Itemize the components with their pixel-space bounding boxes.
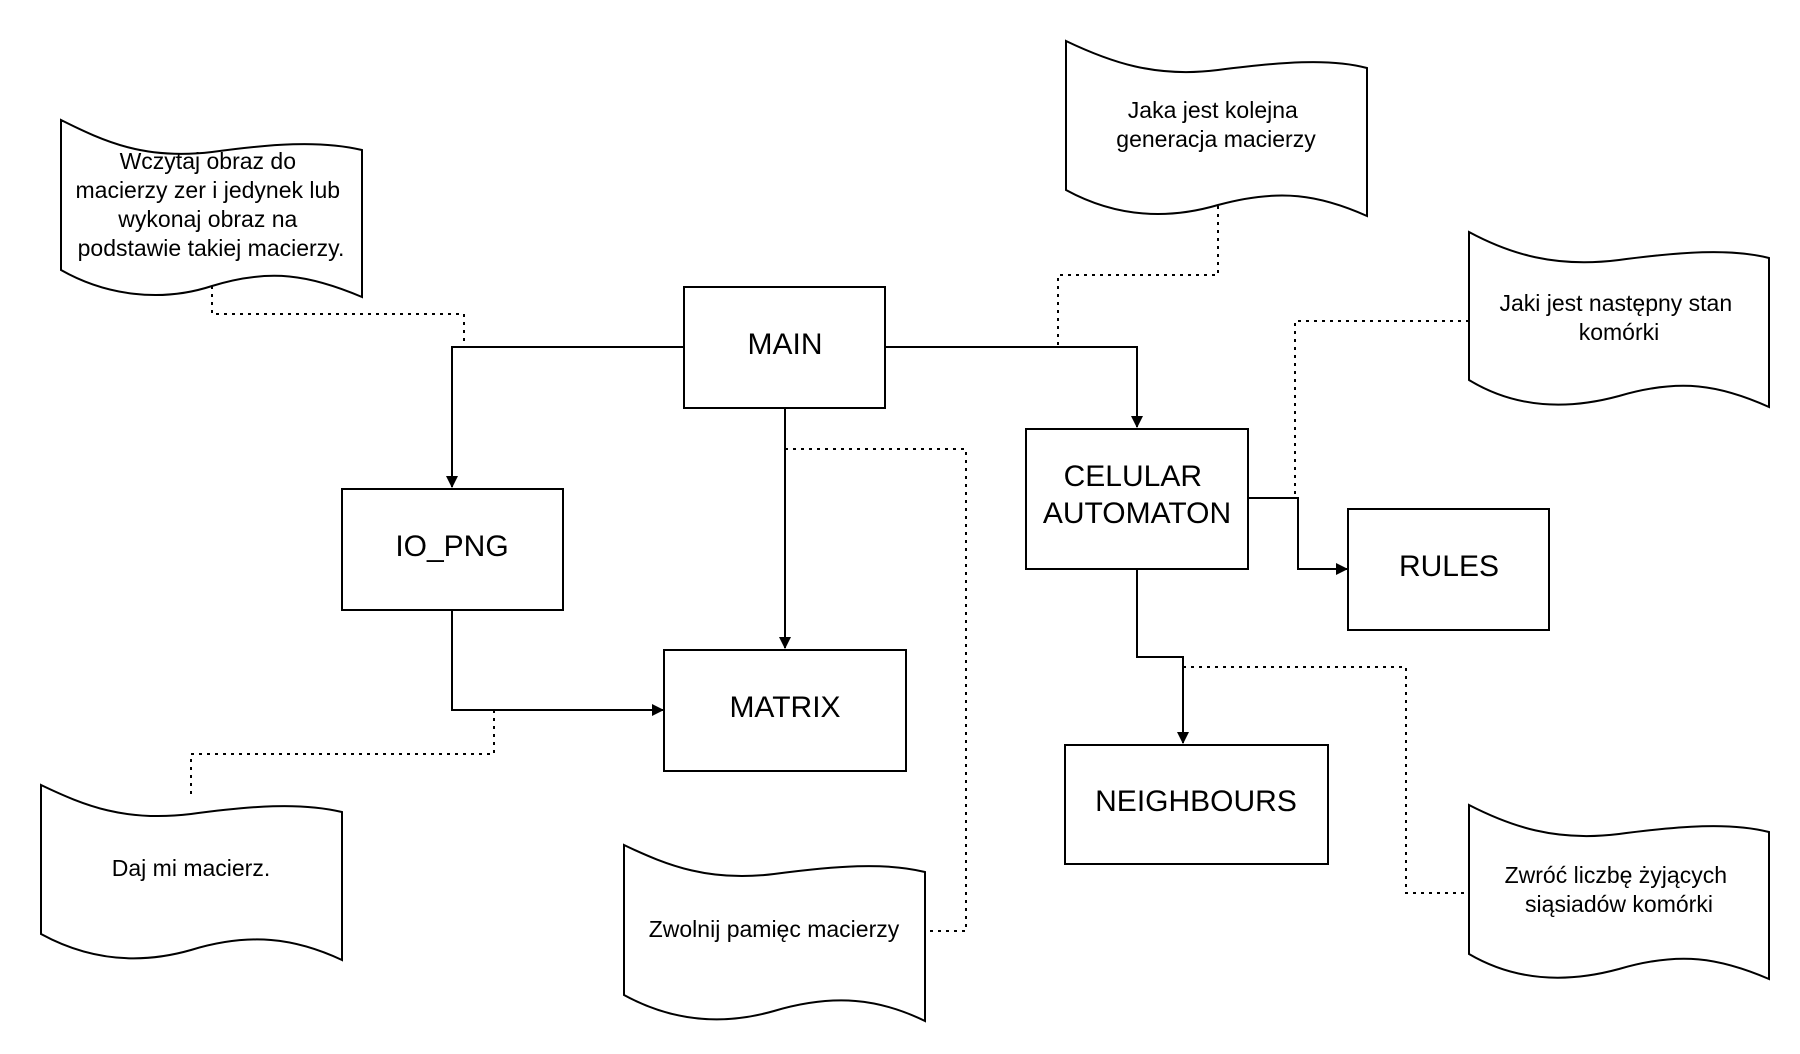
connector-automaton-note	[1057, 198, 1219, 347]
note-matrix-free-text: Zwolnij pamięc macierzy	[649, 916, 900, 942]
note-io-png-text: Wczytaj obraz do macierzy zer i jedynek …	[76, 148, 347, 261]
module-main[interactable]: MAIN	[683, 286, 886, 409]
note-io-png: Wczytaj obraz do macierzy zer i jedynek …	[60, 118, 363, 299]
edge-io-png-to-matrix	[451, 609, 664, 716]
connector-rules-note	[1294, 320, 1469, 498]
module-io-png-label: IO_PNG	[395, 530, 508, 563]
module-celular-automaton-label-line-2: AUTOMATON	[1043, 497, 1231, 530]
connector-matrix-free-note	[785, 448, 967, 932]
module-matrix[interactable]: MATRIX	[663, 649, 907, 772]
note-connectors	[190, 198, 1469, 932]
note-automaton-text: Jaka jest kolejna generacja macierzy	[1116, 97, 1316, 152]
module-celular-automaton-label-line-1: CELULAR	[1064, 460, 1202, 493]
note-rules: Jaki jest następny stan komórki	[1468, 230, 1770, 409]
module-neighbours[interactable]: NEIGHBOURS	[1064, 744, 1329, 865]
connector-matrix-in-note	[190, 710, 495, 799]
edge-main-to-celular-automaton	[886, 346, 1143, 428]
module-celular-automaton[interactable]: CELULAR AUTOMATON	[1025, 428, 1249, 570]
note-matrix-in-text: Daj mi macierz.	[112, 855, 270, 881]
note-neighbours-text: Zwróć liczbę żyjących siąsiadów komórki	[1505, 862, 1734, 917]
note-automaton: Jaka jest kolejna generacja macierzy	[1065, 39, 1368, 218]
module-neighbours-label: NEIGHBOURS	[1095, 785, 1297, 818]
edge-main-to-io-png	[446, 346, 683, 488]
note-matrix-in: Daj mi macierz.	[40, 783, 343, 962]
note-neighbours: Zwróć liczbę żyjących siąsiadów komórki	[1468, 803, 1770, 981]
module-rules[interactable]: RULES	[1347, 508, 1550, 631]
module-io-png[interactable]: IO_PNG	[341, 488, 564, 611]
note-rules-text: Jaki jest następny stan komórki	[1499, 290, 1738, 345]
module-celular-automaton-label: CELULAR AUTOMATON	[1043, 460, 1231, 530]
module-main-label: MAIN	[748, 328, 823, 361]
edge-celular-automaton-to-neighbours	[1136, 569, 1189, 744]
module-rules-label: RULES	[1399, 550, 1499, 583]
connector-io-png-note	[211, 278, 465, 347]
connector-neighbours-note	[1183, 666, 1469, 894]
note-matrix-free: Zwolnij pamięc macierzy	[623, 843, 926, 1023]
edge-celular-automaton-to-rules	[1248, 497, 1348, 575]
module-matrix-label: MATRIX	[729, 691, 840, 724]
